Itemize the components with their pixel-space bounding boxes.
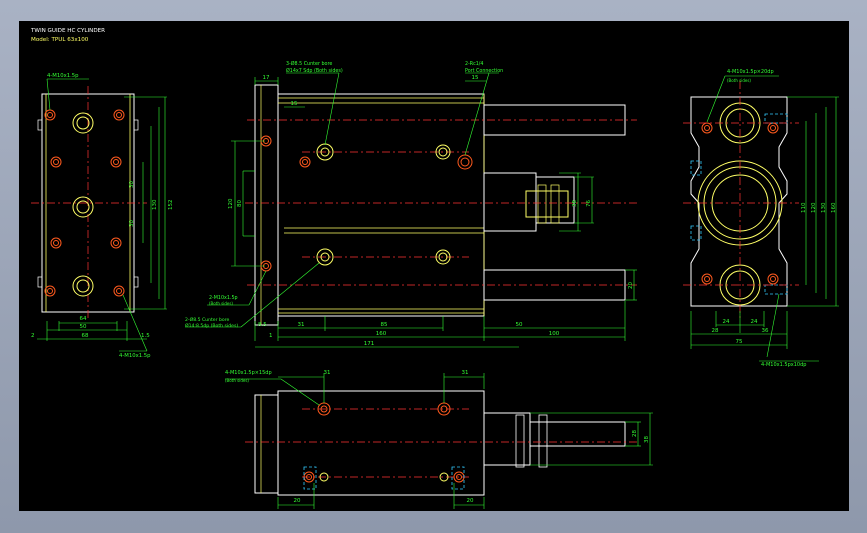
dim-f-38: 38 [572,200,578,207]
dim-b-20b: 20 [467,498,474,504]
dim-r-130: 130 [821,202,827,213]
dim-f-15b: 15 [472,75,479,81]
callout-right-top-b: (Both sides) [727,78,751,83]
dim-r-24a: 24 [723,319,730,325]
dim-30a: 30 [129,181,135,188]
dim-r-75: 75 [736,339,743,345]
callout-front-bottom-2b: Ø14:8.5dp (Both sides) [185,322,238,329]
model-label: Model: TPUL 63x100 [31,37,89,43]
left-end-view: 30 30 130 152 64 50 68 2 1.5 4-M10x1.5p … [31,73,174,359]
dim-f-8-5: 8.5 [258,322,267,328]
dim-64: 64 [80,316,87,322]
dim-r-36: 36 [762,328,769,334]
cad-canvas: TWIN GUIDE HC CYLINDER Model: TPUL 63x10… [19,21,849,511]
cad-drawing: TWIN GUIDE HC CYLINDER Model: TPUL 63x10… [30,28,839,509]
dim-f-80: 80 [237,200,243,207]
dim-r-110: 110 [801,202,807,213]
dim-r-120: 120 [811,202,817,213]
dim-f-50: 50 [516,322,523,328]
drawing-title: TWIN GUIDE HC CYLINDER [30,28,105,34]
dim-68: 68 [82,333,89,339]
dim-2: 2 [31,333,35,339]
dim-f-31: 31 [298,322,305,328]
dim-f-17: 17 [263,75,270,81]
dim-f-85: 85 [381,322,388,328]
dim-b-38: 38 [644,436,650,443]
dim-f-100: 100 [549,331,560,337]
callout-left-top: 4-M10x1.5p [47,73,79,79]
callout-left-bottom: 4-M10x1.5p [119,353,151,359]
dim-b-31a: 31 [324,370,331,376]
dim-130: 130 [152,199,158,210]
dim-f-120: 120 [228,198,234,209]
callout-front-bottom-2: 2-Ø8.5 Cunter bore [185,316,229,323]
dim-f-160: 160 [376,331,387,337]
callout-front-top-right-2: Port Connection [465,68,503,74]
callout-front-top-left-1: 3-Ø8.5 Cunter bore [286,60,332,67]
front-view: 17 15 15 120 80 31 85 50 160 100 171 1 8… [185,60,637,348]
callout-front-bottom-1: 2-M10x1.5p [209,295,238,301]
dim-30b: 30 [129,220,135,227]
dim-f-76: 76 [586,200,592,207]
dim-f-20: 20 [628,282,634,289]
right-end-view: 110 120 130 160 24 24 28 36 75 4-M10x1.5… [683,69,839,368]
callout-front-bottom-1b: (Both sides) [209,301,233,306]
callout-right-bottom: 4-M10x1.5px10dp [761,362,806,368]
callout-front-top-right-1: 2-Rc1/4 [465,61,483,67]
dim-r-24b: 24 [751,319,758,325]
callout-front-top-left-2: Ø14x7 Sdp (Both sides) [286,67,343,74]
dim-b-28: 28 [632,430,638,437]
dim-152: 152 [168,200,174,211]
dim-r-28: 28 [712,328,719,334]
dim-1-5: 1.5 [141,333,150,339]
dim-b-20a: 20 [294,498,301,504]
callout-bottom-top-b: (Both sides) [225,378,249,383]
dim-f-1: 1 [269,333,273,339]
callout-bottom-top: 4-M10x1.5p×15dp [225,370,272,376]
dim-f-15a: 15 [291,101,298,107]
bottom-view: 31 31 20 20 28 38 4-M10x1.5p×15dp (Both … [225,370,653,509]
callout-right-top: 4-M10x1.5p×20dp [727,69,774,75]
dim-f-171: 171 [364,341,375,347]
dim-b-31b: 31 [462,370,469,376]
dim-50: 50 [80,324,87,330]
dim-r-160: 160 [831,202,837,213]
